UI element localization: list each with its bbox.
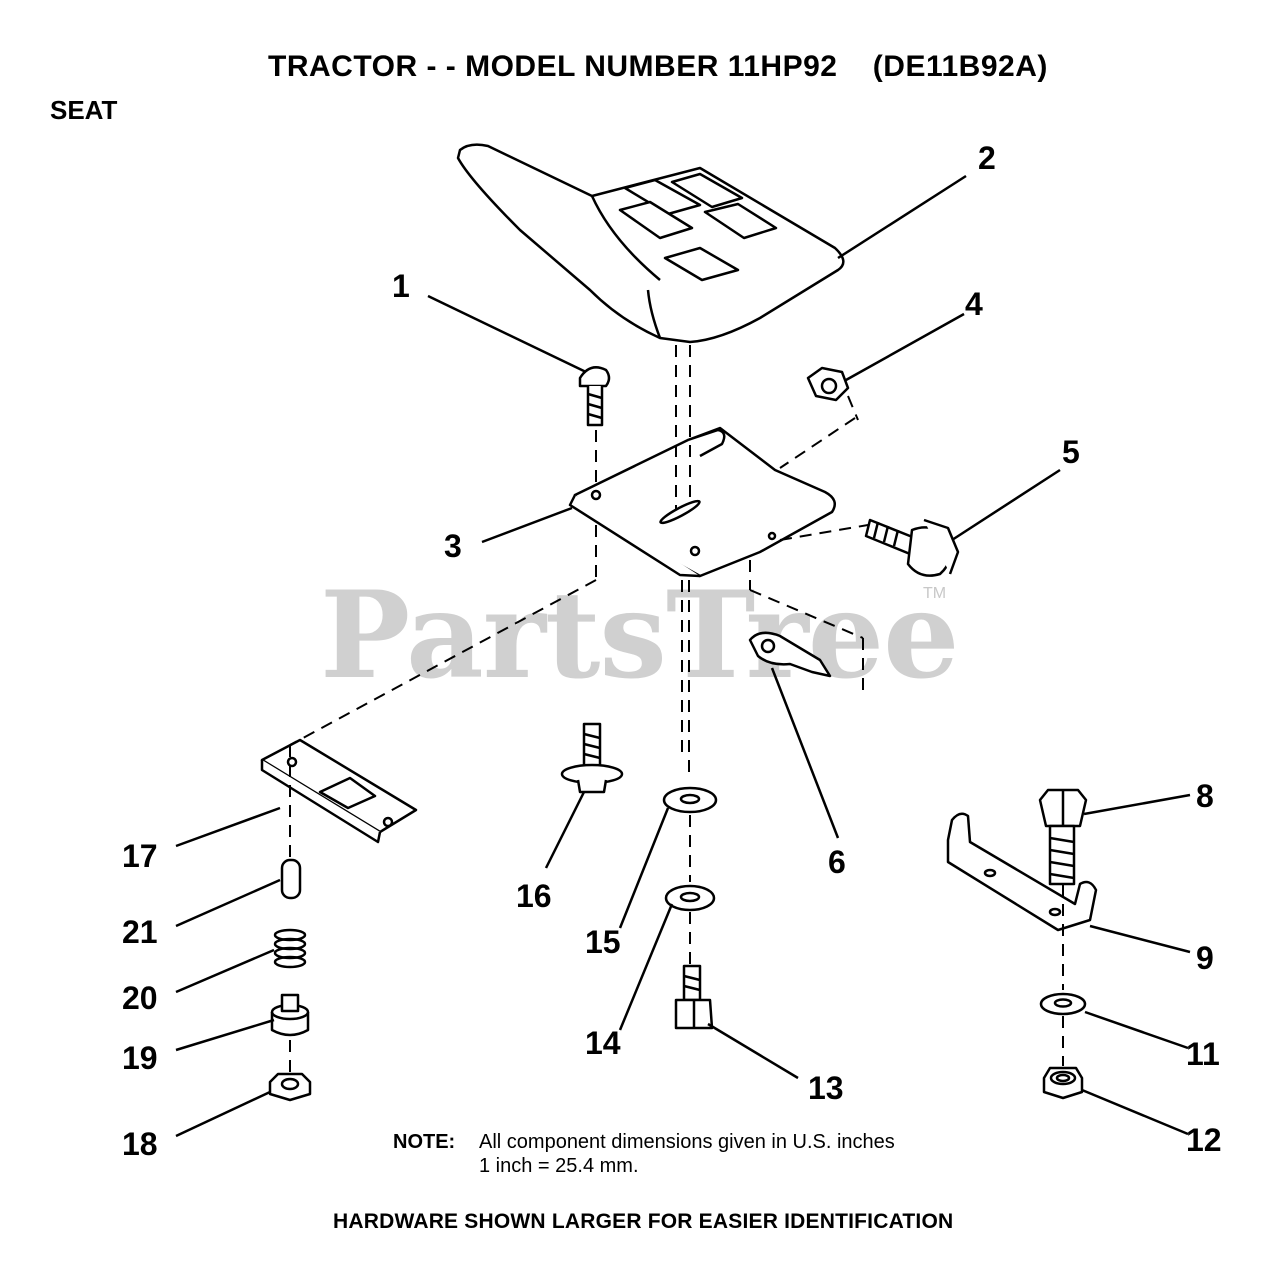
seat-part — [456, 143, 845, 344]
carriage-bolt-part — [578, 366, 611, 427]
bracket-part — [260, 738, 418, 844]
callout-3: 3 — [444, 528, 462, 564]
washer-14-part — [664, 884, 716, 912]
callout-15: 15 — [585, 924, 621, 960]
callout-16: 16 — [516, 878, 552, 914]
callout-20: 20 — [122, 980, 158, 1016]
callout-13: 13 — [808, 1070, 844, 1106]
footer-caption: HARDWARE SHOWN LARGER FOR EASIER IDENTIF… — [333, 1210, 954, 1233]
callout-2: 2 — [978, 140, 996, 176]
washer-15-part — [662, 786, 718, 814]
seat-plate-part — [568, 426, 837, 578]
callout-11: 11 — [1186, 1036, 1220, 1072]
callout-18: 18 — [122, 1126, 158, 1162]
section-label: SEAT — [50, 95, 118, 125]
lock-nut-part — [1042, 1066, 1084, 1100]
washer-11-part — [1039, 992, 1087, 1016]
callout-19: 19 — [122, 1040, 158, 1076]
callout-8: 8 — [1196, 778, 1214, 814]
spring-part — [273, 928, 307, 969]
nut-part — [806, 366, 850, 402]
callout-4: 4 — [965, 286, 983, 322]
bolt-13-part — [674, 964, 714, 1030]
callout-21: 21 — [122, 914, 158, 950]
callout-12: 12 — [1186, 1122, 1222, 1158]
diagram-title: TRACTOR - - MODEL NUMBER 11HP92 (DE11B92… — [268, 50, 1048, 83]
callout-1: 1 — [392, 268, 410, 304]
bushing-part — [270, 993, 310, 1037]
note-label: NOTE: — [393, 1131, 456, 1153]
callout-9: 9 — [1196, 940, 1214, 976]
note-line-2: 1 inch = 25.4 mm. — [479, 1155, 639, 1177]
flange-nut-part — [268, 1072, 312, 1102]
callout-17: 17 — [122, 838, 158, 874]
pin-part — [280, 858, 302, 900]
dimension-note: NOTE: All component dimensions given in U… — [393, 1130, 895, 1178]
hex-bolt-8-part — [1038, 788, 1088, 886]
bracket-9-part — [946, 812, 1098, 932]
callout-6: 6 — [828, 844, 846, 880]
clip-part — [748, 631, 832, 678]
shoulder-bolt-part — [560, 722, 624, 794]
note-line-1: All component dimensions given in U.S. i… — [479, 1131, 895, 1153]
watermark-trademark: TM — [923, 585, 947, 602]
hex-bolt-part — [864, 518, 960, 577]
watermark-logo: PartsTree — [320, 565, 959, 706]
callout-5: 5 — [1062, 434, 1080, 470]
callout-14: 14 — [585, 1025, 621, 1061]
